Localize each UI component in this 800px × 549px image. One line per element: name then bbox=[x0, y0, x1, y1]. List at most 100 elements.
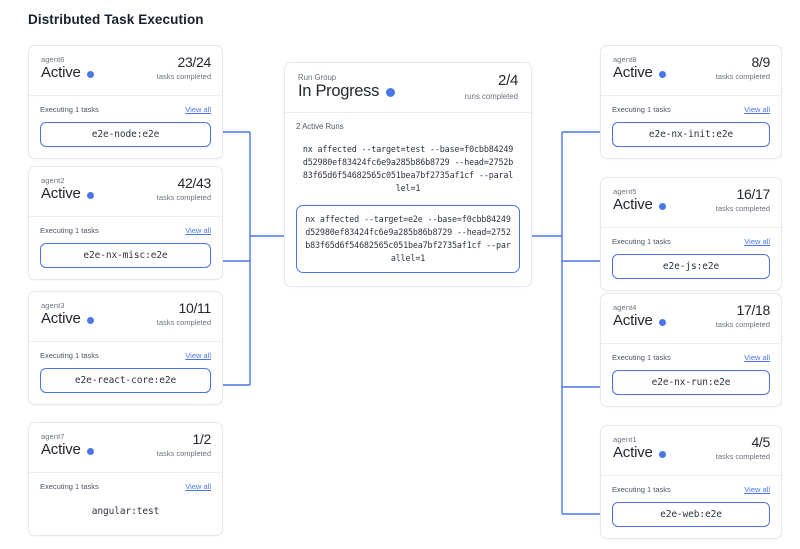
status-dot-icon bbox=[658, 202, 666, 210]
status-dot-icon bbox=[86, 70, 94, 78]
view-all-link[interactable]: View all bbox=[185, 351, 211, 360]
executing-label: Executing 1 tasks bbox=[612, 105, 671, 114]
agent-task-ratio-label: tasks completed bbox=[715, 204, 770, 214]
agent-name: agent1 bbox=[613, 435, 637, 444]
agent-task-ratio: 8/9 bbox=[751, 54, 770, 70]
agent-task-ratio: 10/11 bbox=[178, 300, 212, 316]
agent-status: Active bbox=[41, 64, 81, 81]
status-dot-icon bbox=[658, 70, 666, 78]
agent-card-body: Executing 1 tasks View all e2e-react-core:… bbox=[29, 342, 222, 404]
run-group-status: In Progress bbox=[298, 82, 396, 101]
agent-status: Active bbox=[41, 310, 81, 327]
status-dot-icon bbox=[86, 316, 94, 324]
agent-task-ratio-label: tasks completed bbox=[715, 72, 770, 82]
executing-task-pill[interactable]: e2e-nx-misc:e2e bbox=[40, 243, 211, 268]
agent-card-body: Executing 1 tasks View all e2e-node:e2e bbox=[29, 96, 222, 158]
agent-name: agent5 bbox=[613, 187, 637, 196]
agent-status: Active bbox=[613, 444, 653, 461]
agent-status: Active bbox=[613, 196, 653, 213]
agent-status: Active bbox=[613, 312, 653, 329]
executing-label: Executing 1 tasks bbox=[612, 237, 671, 246]
run-group-ratio-label: runs completed bbox=[464, 91, 518, 101]
run-group-label: Run Group bbox=[298, 73, 337, 82]
agent-task-ratio: 4/5 bbox=[751, 434, 770, 450]
agent-name: agent6 bbox=[41, 55, 65, 64]
executing-label: Executing 1 tasks bbox=[40, 226, 99, 235]
agent-task-ratio-label: tasks completed bbox=[715, 452, 770, 462]
executing-label: Executing 1 tasks bbox=[40, 351, 99, 360]
view-all-link[interactable]: View all bbox=[744, 485, 770, 494]
executing-task-pill[interactable]: e2e-node:e2e bbox=[40, 122, 211, 147]
agent-name: agent2 bbox=[41, 176, 65, 185]
executing-task-pill[interactable]: e2e-react-core:e2e bbox=[40, 368, 211, 393]
view-all-link[interactable]: View all bbox=[744, 105, 770, 114]
agent-status: Active bbox=[613, 64, 653, 81]
agent-task-ratio: 16/17 bbox=[736, 186, 770, 202]
executing-task-pill[interactable]: e2e-js:e2e bbox=[612, 254, 770, 279]
agent-name: agent8 bbox=[613, 55, 637, 64]
view-all-link[interactable]: View all bbox=[185, 482, 211, 491]
view-all-link[interactable]: View all bbox=[185, 226, 211, 235]
agent-card-body: Executing 1 tasks View all e2e-nx-misc:e2e bbox=[29, 217, 222, 279]
status-dot-icon bbox=[386, 87, 396, 97]
status-dot-icon bbox=[658, 450, 666, 458]
executing-label: Executing 1 tasks bbox=[40, 482, 99, 491]
run-command-text[interactable]: nx affected --target=test --base=f0cbb84… bbox=[302, 143, 514, 194]
agent-card-body: Executing 1 tasks View all e2e-nx-run:e2e bbox=[601, 344, 781, 406]
view-all-link[interactable]: View all bbox=[744, 237, 770, 246]
agent-task-ratio-label: tasks completed bbox=[156, 449, 211, 459]
agent-card-body: Executing 1 tasks View all angular:test bbox=[29, 473, 222, 535]
run-group-card[interactable]: Run Group In Progress 2/4 runs completed… bbox=[284, 62, 532, 288]
agent-task-ratio-label: tasks completed bbox=[156, 193, 211, 203]
active-runs-label: 2 Active Runs bbox=[296, 121, 344, 131]
agent-card-body: Executing 1 tasks View all e2e-web:e2e bbox=[601, 476, 781, 538]
run-group-ratio: 2/4 bbox=[498, 72, 518, 89]
page-title: Distributed Task Execution bbox=[28, 12, 204, 27]
run-command-highlighted[interactable]: nx affected --target=e2e --base=f0cbb842… bbox=[296, 205, 520, 274]
agent-task-ratio-label: tasks completed bbox=[715, 320, 770, 330]
agent-status: Active bbox=[41, 441, 81, 458]
agent-task-ratio: 23/24 bbox=[177, 54, 211, 70]
executing-task-pill[interactable]: e2e-web:e2e bbox=[612, 502, 770, 527]
status-dot-icon bbox=[86, 191, 94, 199]
agent-name: agent7 bbox=[41, 432, 65, 441]
view-all-link[interactable]: View all bbox=[185, 105, 211, 114]
executing-task-pill[interactable]: e2e-nx-run:e2e bbox=[612, 370, 770, 395]
executing-task-pill[interactable]: angular:test bbox=[91, 506, 160, 517]
view-all-link[interactable]: View all bbox=[744, 353, 770, 362]
executing-label: Executing 1 tasks bbox=[612, 485, 671, 494]
run-group-body: 2 Active Runs nx affected --target=test … bbox=[285, 113, 531, 286]
agent-name: agent3 bbox=[41, 301, 65, 310]
agent-task-ratio: 1/2 bbox=[192, 431, 211, 447]
agent-task-ratio-label: tasks completed bbox=[156, 72, 211, 82]
agent-card-body: Executing 1 tasks View all e2e-js:e2e bbox=[601, 228, 781, 290]
executing-task-pill[interactable]: e2e-nx-init:e2e bbox=[612, 122, 770, 147]
status-dot-icon bbox=[86, 447, 94, 455]
run-group-header: Run Group In Progress 2/4 runs completed bbox=[285, 63, 531, 113]
executing-label: Executing 1 tasks bbox=[40, 105, 99, 114]
agent-task-ratio: 42/43 bbox=[177, 175, 211, 191]
agent-task-ratio-label: tasks completed bbox=[156, 318, 211, 328]
agent-status: Active bbox=[41, 185, 81, 202]
executing-label: Executing 1 tasks bbox=[612, 353, 671, 362]
status-dot-icon bbox=[658, 318, 666, 326]
agent-name: agent4 bbox=[613, 303, 637, 312]
agent-task-ratio: 17/18 bbox=[736, 302, 770, 318]
run-group-status-text: In Progress bbox=[298, 82, 380, 100]
